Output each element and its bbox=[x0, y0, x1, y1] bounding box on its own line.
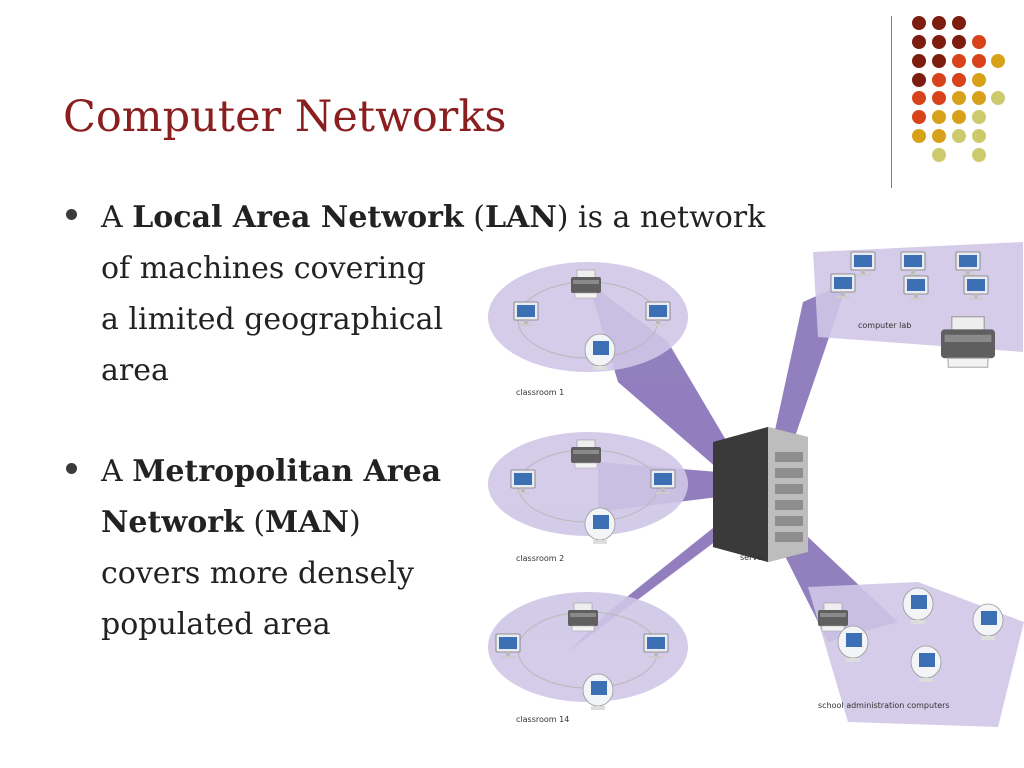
bullet-line: a limited geographical bbox=[101, 302, 444, 337]
slide-title: Computer Networks bbox=[63, 92, 507, 142]
label-classroom-2: classroom 2 bbox=[516, 554, 564, 563]
bullet-line: covers more densely bbox=[101, 556, 414, 591]
bullet-dot-icon bbox=[66, 209, 77, 220]
bullet-line: A Metropolitan Area bbox=[101, 454, 442, 489]
bullet-line: A Local Area Network (LAN) is a network bbox=[101, 200, 766, 235]
bullet-line: of machines covering bbox=[101, 251, 426, 286]
header-divider bbox=[891, 16, 892, 188]
decorative-dot-grid bbox=[912, 16, 1005, 162]
label-admin: school administration computers bbox=[818, 701, 950, 710]
server-icon bbox=[713, 427, 808, 562]
label-computer-lab: computer lab bbox=[858, 321, 911, 330]
bullet-line: area bbox=[101, 353, 169, 388]
bullet-line: populated area bbox=[101, 607, 331, 642]
bullet-dot-icon bbox=[66, 463, 77, 474]
network-diagram: classroom 1 classroom 2 classroom 14 com… bbox=[488, 242, 1024, 727]
label-classroom-1: classroom 1 bbox=[516, 388, 564, 397]
bullet-line: Network (MAN) bbox=[101, 505, 361, 540]
bullet-lan: A Local Area Network (LAN) is a network … bbox=[66, 192, 765, 396]
label-classroom-14: classroom 14 bbox=[516, 715, 569, 724]
bullet-man: A Metropolitan Area Network (MAN) covers… bbox=[66, 446, 765, 650]
bullet-list: A Local Area Network (LAN) is a network … bbox=[66, 192, 765, 650]
label-server: server bbox=[740, 553, 766, 562]
